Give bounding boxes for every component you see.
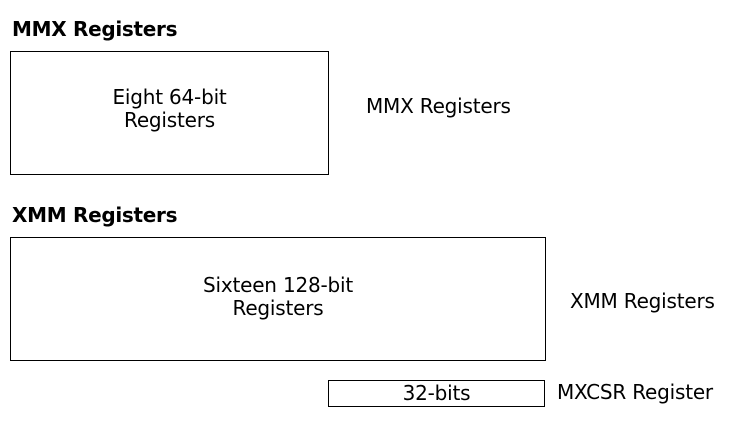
xmm-section-heading: XMM Registers (12, 203, 178, 227)
mmx-section-heading: MMX Registers (12, 17, 178, 41)
mmx-register-box-text: Eight 64-bit Registers (112, 85, 227, 132)
mmx-side-label: MMX Registers (366, 94, 511, 118)
xmm-side-label: XMM Registers (570, 289, 715, 313)
xmm-register-box-text: Sixteen 128-bit Registers (202, 273, 354, 320)
xmm-register-box: Sixteen 128-bit Registers (10, 237, 546, 361)
mxcsr-side-label: MXCSR Register (557, 380, 713, 404)
mmx-register-box: Eight 64-bit Registers (10, 51, 329, 175)
mxcsr-register-box: 32-bits (328, 380, 545, 407)
mxcsr-register-box-text: 32-bits (402, 381, 471, 405)
